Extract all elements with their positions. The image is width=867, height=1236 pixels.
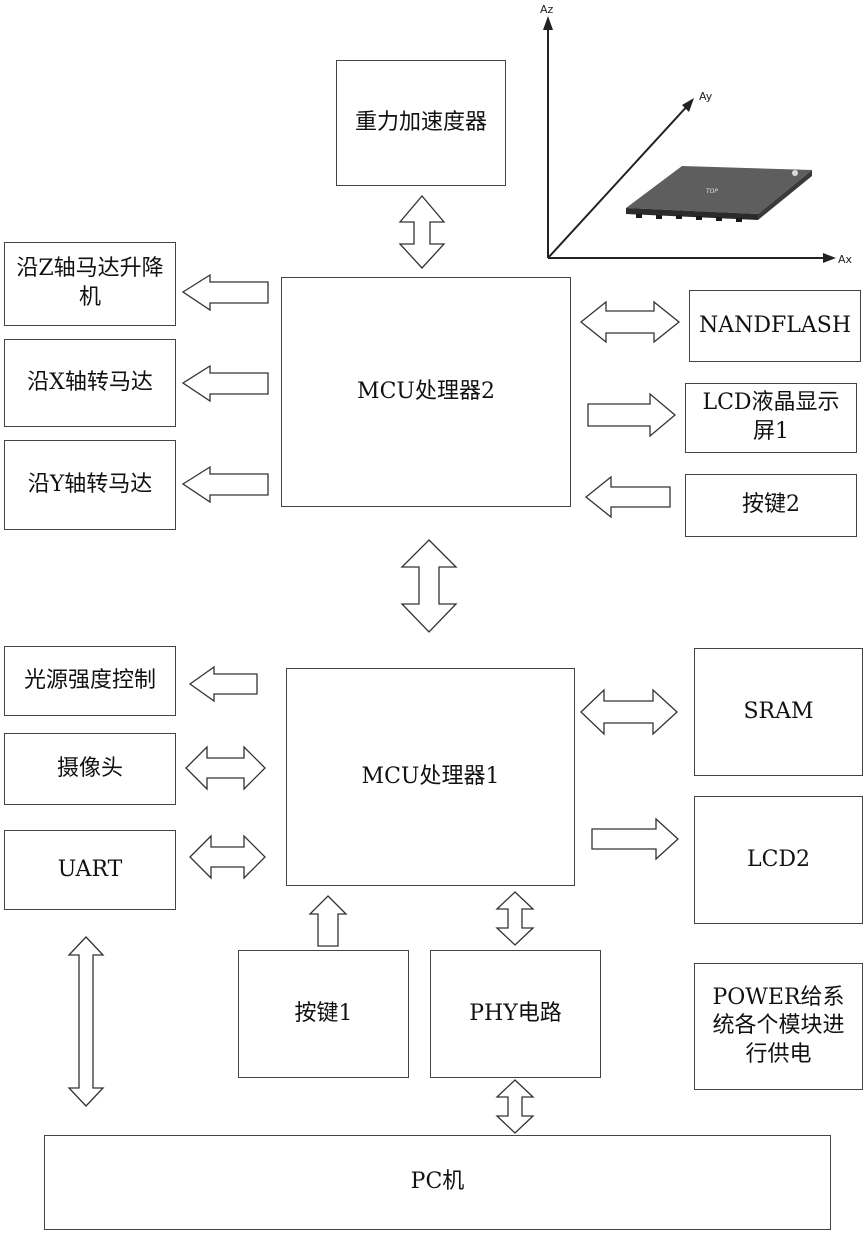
z-axis-label: Az [540, 3, 554, 16]
chip-label: TOP [706, 188, 718, 195]
arrow-mcu1-sram [581, 690, 677, 734]
arrow-uart-pc [69, 937, 103, 1106]
arrow-mcu1-lcd2 [592, 819, 678, 859]
arrow-key2-mcu2 [586, 477, 670, 517]
arrow-uart-mcu1 [190, 836, 265, 878]
arrow-phy-pc [497, 1080, 533, 1133]
arrow-mcu2-zlift [183, 275, 268, 310]
y-axis-label: Ay [699, 90, 713, 103]
x-axis-label: Ax [838, 253, 853, 266]
arrow-mcu2-lcd1 [588, 394, 675, 436]
arrow-mcu1-light [190, 667, 257, 701]
sensor-chip-icon: TOP [626, 166, 812, 222]
arrow-mcu2-yrot [183, 467, 268, 502]
arrow-key1-mcu1 [310, 896, 346, 946]
arrow-gravity-mcu2 [400, 196, 444, 268]
axis-illustration [548, 22, 830, 258]
arrow-mcu2-mcu1 [402, 540, 456, 632]
arrow-phy-mcu1 [497, 892, 533, 945]
arrow-camera-mcu1 [186, 747, 265, 789]
z-axis-arrowhead [543, 16, 553, 30]
x-axis-arrowhead [823, 253, 836, 263]
arrow-mcu2-nandflash [581, 302, 679, 342]
arrow-mcu2-xrot [183, 366, 268, 401]
